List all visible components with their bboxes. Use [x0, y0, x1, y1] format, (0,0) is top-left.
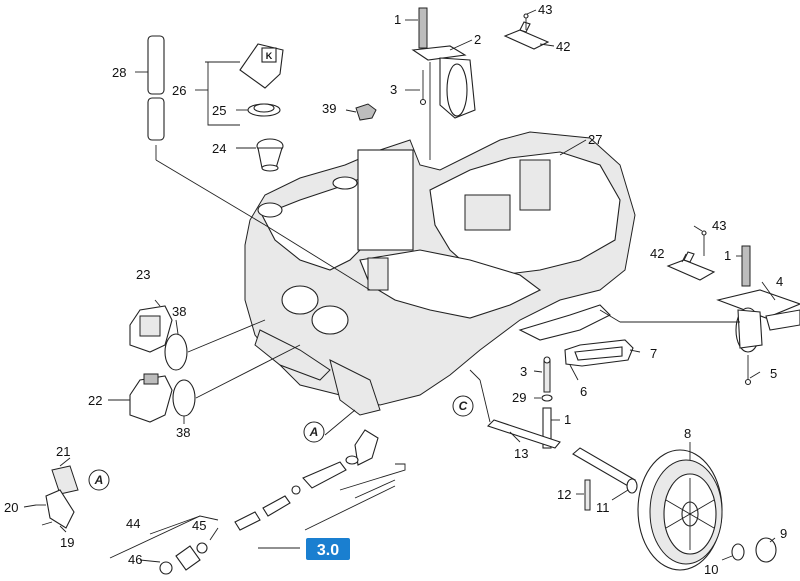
bracket-top — [503, 13, 550, 50]
part-label: 46 — [128, 552, 142, 567]
part-label: 1 — [724, 248, 731, 263]
part-label: 2 — [474, 32, 481, 47]
part-label: 6 — [580, 384, 587, 399]
part-label: 39 — [322, 101, 336, 116]
svg-text:K: K — [266, 51, 273, 61]
part-label: 43 — [538, 2, 552, 17]
clip-39 — [355, 103, 377, 121]
part-label: 24 — [212, 141, 226, 156]
svg-text:A: A — [309, 425, 319, 439]
part-label: 19 — [60, 535, 74, 550]
part-label: 13 — [514, 446, 528, 461]
part-label: 22 — [88, 393, 102, 408]
leader-lines — [23, 9, 776, 563]
wheel-fasteners — [584, 478, 777, 563]
part-label: 42 — [556, 39, 570, 54]
part-label: 38 — [172, 304, 186, 319]
part-label: 3 — [520, 364, 527, 379]
part-labels: 1 2 3 43 42 28 26 25 24 39 27 43 42 1 4 … — [4, 2, 787, 577]
hose-fittings — [159, 429, 379, 575]
wheel-8 — [637, 449, 723, 571]
part-label: 11 — [596, 500, 610, 515]
cap-ring-filter: K — [239, 43, 284, 172]
part-label: 45 — [192, 518, 206, 533]
part-label: 26 — [172, 83, 186, 98]
part-label: 8 — [684, 426, 691, 441]
part-label: 23 — [136, 267, 150, 282]
callout-c: C — [452, 395, 474, 417]
bracket-21 — [36, 465, 79, 529]
part-label: 10 — [704, 562, 718, 577]
part-label: 28 — [112, 65, 126, 80]
couplings — [129, 305, 196, 423]
part-label: 3 — [390, 82, 397, 97]
handle-7 — [564, 339, 634, 367]
part-label: 12 — [557, 487, 571, 502]
axle-13 — [486, 419, 636, 487]
part-label: 5 — [770, 366, 777, 381]
pipes — [147, 35, 165, 141]
chassis-body — [244, 131, 636, 416]
part-label: 25 — [212, 103, 226, 118]
part-label: 42 — [650, 246, 664, 261]
callout-a-left: A — [88, 469, 110, 491]
part-label: 29 — [512, 390, 526, 405]
caster-wheel-top — [411, 7, 476, 119]
section-badge[interactable]: 3.0 — [306, 538, 350, 560]
part-label: 38 — [176, 425, 190, 440]
part-label: 7 — [650, 346, 657, 361]
svg-text:3.0: 3.0 — [317, 542, 339, 559]
part-label: 20 — [4, 500, 18, 515]
part-label: 43 — [712, 218, 726, 233]
bracket-right — [666, 230, 716, 281]
part-label: 1 — [564, 412, 571, 427]
part-label: 21 — [56, 444, 70, 459]
svg-text:C: C — [459, 399, 468, 413]
part-label: 4 — [776, 274, 783, 289]
callout-a-center: A — [303, 421, 325, 443]
axle-parts — [541, 356, 553, 449]
part-label: 1 — [394, 12, 401, 27]
part-label: 44 — [126, 516, 140, 531]
svg-text:A: A — [94, 473, 104, 487]
part-label: 27 — [588, 132, 602, 147]
part-label: 9 — [780, 526, 787, 541]
caster-wheel-right — [716, 245, 800, 386]
